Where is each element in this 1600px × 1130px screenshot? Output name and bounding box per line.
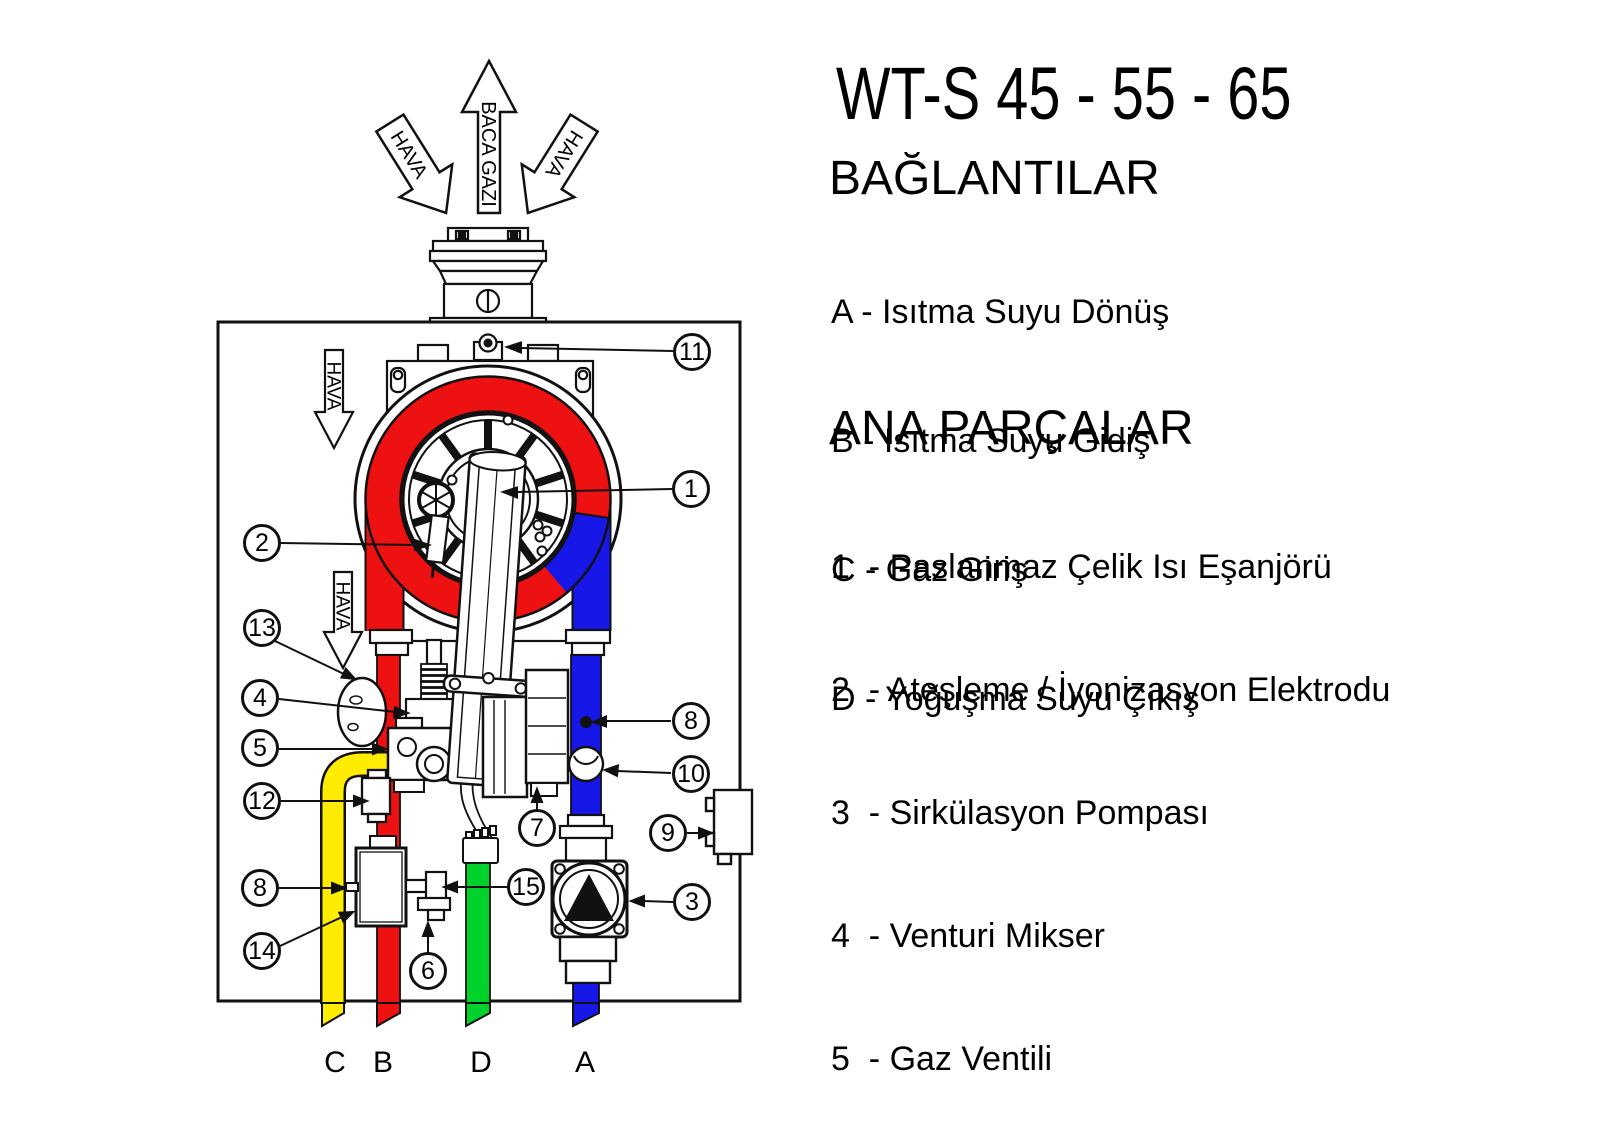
air-arrow-inner-bottom-label: HAVA [332, 582, 353, 631]
limit-thermostat [424, 870, 448, 902]
callout-leader-lines [274, 341, 715, 953]
pipe-label-gas: C [324, 1046, 346, 1079]
callout-4: 4 [241, 679, 279, 717]
pipe-label-flow: B [373, 1046, 393, 1079]
gas-valve [386, 726, 486, 793]
callout-13: 13 [243, 609, 281, 647]
callout-12: 12 [243, 782, 281, 820]
callout-2: 2 [243, 524, 281, 562]
callout-8-right: 8 [672, 702, 710, 740]
connections-list: A - Isıtma Suyu Dönüş B - Isıtma Suyu Gi… [831, 205, 1200, 807]
callout-1: 1 [672, 470, 710, 508]
part-item-4: 4 - Venturi Mikser [831, 917, 1105, 955]
air-vent [360, 768, 392, 824]
air-arrow-right: HAVA [520, 112, 600, 215]
callout-14: 14 [243, 932, 281, 970]
callout-10: 10 [672, 755, 710, 793]
ignition-transformer [704, 788, 754, 866]
return-water-sector [544, 512, 609, 593]
temperature-sensor-dot [580, 716, 592, 728]
ignition-electrode [417, 481, 455, 578]
condensate-siphon [404, 870, 452, 922]
return-pipe [570, 654, 602, 818]
part-item-1: 1 - Paslanmaz Çelik Isı Eşanjörü [831, 548, 1332, 586]
collector [338, 835, 408, 928]
modulating-fan [481, 668, 570, 799]
callout-7: 7 [518, 809, 556, 847]
callout-3: 3 [673, 883, 711, 921]
callout-5: 5 [241, 729, 279, 767]
part-item-5: 5 - Gaz Ventili [831, 1040, 1053, 1078]
parts-list: 1 - Paslanmaz Çelik Isı Eşanjörü 2 - Ate… [831, 465, 1390, 1130]
callout-9: 9 [649, 814, 687, 852]
flue-gas-arrow-label: BACA GAZI [477, 101, 499, 207]
air-arrow-left: HAVA [374, 112, 454, 215]
flue-gas-arrow: BACA GAZI [459, 58, 519, 215]
connection-item-a: A - Isıtma Suyu Dönüş [831, 293, 1170, 331]
air-arrow-inner-top-label: HAVA [323, 362, 344, 411]
circulation-pump [550, 859, 629, 1028]
return-pipe-assembly [558, 628, 614, 864]
pipe-label-condensate: D [470, 1046, 492, 1079]
callout-6: 6 [409, 952, 447, 990]
cable-connector [462, 825, 499, 864]
callout-11: 11 [673, 333, 711, 371]
connections-heading: BAĞLANTILAR [829, 152, 1160, 205]
callout-15: 15 [507, 868, 545, 906]
parts-heading: ANA PARÇALAR [829, 402, 1194, 455]
part-item-2: 2 - Ateşleme / İyonizasyon Elektrodu [831, 671, 1391, 709]
pipe-letter-labels: C B D A [324, 1046, 595, 1079]
air-arrow-inner-top: HAVA [313, 348, 355, 451]
part-item-3: 3 - Sirkülasyon Pompası [831, 794, 1209, 832]
venturi-mixer [394, 638, 462, 731]
page-title: WT-S 45 - 55 - 65 [836, 52, 1292, 135]
gas-pipe [320, 751, 392, 1028]
air-arrow-inner-bottom: HAVA [322, 570, 364, 671]
flue-adapter [428, 226, 548, 330]
callout-8-left: 8 [241, 869, 279, 907]
connection-item-c: C - Gaz Giriş [831, 551, 1028, 589]
silencer [336, 676, 388, 748]
connection-item-b: B - Isıtma Suyu Gidiş [831, 422, 1151, 460]
collector-temp-sensor [345, 882, 359, 892]
connection-item-d: D - Yoğuşma Suyu Çıkış [831, 680, 1200, 718]
pipe-label-return: A [575, 1046, 595, 1079]
